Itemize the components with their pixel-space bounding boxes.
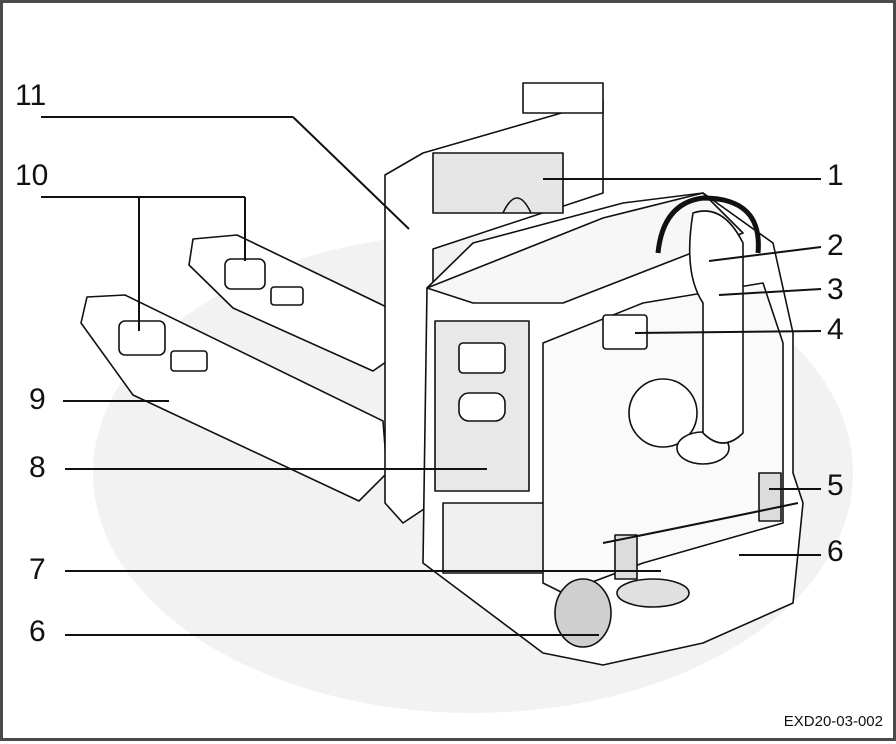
- leader-line-4: [634, 330, 822, 334]
- drive-motor: [628, 378, 698, 448]
- leader-line-2: [708, 246, 822, 262]
- mast-top: [522, 82, 604, 114]
- figure-reference-code: EXD20-03-002: [783, 713, 883, 730]
- tiller-handle: [655, 195, 761, 254]
- side-bumper: [602, 502, 799, 544]
- spring-left: [614, 534, 638, 580]
- spring-right: [758, 472, 782, 522]
- fork-wheel-front: [118, 320, 166, 356]
- callout-4: 4: [827, 313, 844, 346]
- callout-11: 11: [15, 79, 47, 112]
- tiller-arm: [688, 210, 744, 444]
- callout-9: 9: [29, 383, 46, 416]
- top-cover: [426, 192, 744, 304]
- callout-10: 10: [15, 159, 49, 192]
- castor-wheel: [616, 578, 690, 608]
- fork-wheel-rear: [224, 258, 266, 290]
- fork-bracket-rear: [270, 286, 304, 306]
- battery-cover-plate: [458, 342, 506, 374]
- callout-8: 8: [29, 451, 46, 484]
- callout-6-lower: 6: [29, 615, 46, 648]
- mast-grille: [432, 152, 564, 214]
- callout-5: 5: [827, 469, 844, 502]
- callout-2: 2: [827, 229, 844, 262]
- lift-hook: [502, 197, 532, 214]
- battery-handle: [458, 392, 506, 422]
- callout-6-upper: 6: [827, 535, 844, 568]
- callout-7: 7: [29, 553, 46, 586]
- callout-1: 1: [827, 159, 844, 192]
- callout-3: 3: [827, 273, 844, 306]
- drive-wheel: [554, 578, 612, 648]
- lower-compartment: [442, 502, 554, 574]
- leader-line-11-angle: [292, 116, 410, 230]
- fork-bracket-front: [170, 350, 208, 372]
- leader-line-3: [718, 288, 822, 296]
- pallet-truck-illustration: [41, 82, 853, 713]
